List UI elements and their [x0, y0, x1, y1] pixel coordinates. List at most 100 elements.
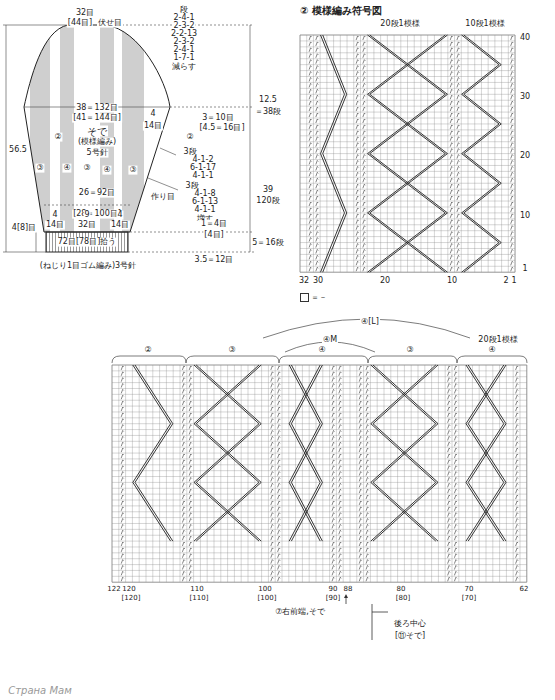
pattern-note: ④M — [322, 336, 338, 345]
cable-line — [368, 35, 446, 272]
empty-square-symbol — [300, 293, 309, 302]
row-number: 20 — [379, 277, 391, 286]
stitch-number: 100 — [257, 586, 272, 594]
stitch-number: [110] — [189, 595, 210, 603]
cable-line — [135, 365, 173, 541]
cable-line — [468, 365, 506, 541]
cable-line — [196, 365, 261, 541]
pattern-note: [4.5＝16目] — [198, 124, 245, 133]
cable-line — [291, 365, 322, 541]
cable-line — [194, 365, 259, 541]
stitch-number: 70 — [464, 586, 475, 594]
pattern-note: 56.5 — [8, 146, 28, 155]
pattern-note: 32目 — [75, 9, 95, 18]
cable-line — [323, 35, 347, 272]
pattern-note: ④ — [62, 164, 71, 173]
chart-grid — [300, 35, 515, 272]
pattern-note: ⑦右前端,そで — [274, 608, 326, 617]
pattern-note: [4目] — [203, 231, 224, 240]
pattern-note: 4-1-1 — [193, 206, 216, 215]
twist-stitch-marks — [309, 36, 513, 271]
row-number: 1 — [521, 265, 528, 274]
stitch-number: [100] — [257, 595, 278, 603]
pattern-note: 9 — [83, 211, 90, 220]
pattern-note: ＝38段 — [254, 108, 282, 117]
pattern-note: (模様編み) — [77, 138, 117, 147]
pattern-note: ③ — [405, 346, 414, 355]
row-number: 40 — [519, 34, 531, 43]
legend-entry: ＝－ — [300, 292, 327, 303]
pattern-note: [28＝100目] — [72, 210, 122, 219]
pattern-note: 20段1模様 — [379, 20, 420, 29]
stitch-number: 120 — [121, 586, 136, 594]
pattern-note: (ねじり1目ゴム編み)3号針 — [39, 262, 137, 271]
pattern-note: ② — [143, 346, 152, 355]
cable-line — [468, 365, 506, 541]
pattern-note: 4[8]目 — [11, 224, 37, 233]
cable-line — [194, 365, 259, 541]
row-number: 10 — [446, 277, 458, 286]
pattern-note: 38＝132目 — [75, 104, 118, 113]
cable-line — [289, 365, 320, 541]
stitch-number: [80] — [395, 595, 411, 603]
chart-title: ② 模様編み符号図 — [300, 4, 382, 18]
cable-line — [371, 365, 436, 541]
pattern-note: ② — [185, 133, 194, 142]
stitch-number: 80 — [396, 586, 407, 594]
pattern-note: ④ — [317, 346, 326, 355]
pattern-note: 減らす — [171, 63, 197, 72]
pattern-note: 72目[78目]拾う — [57, 238, 118, 247]
pattern-note: ③ — [82, 164, 91, 173]
pattern-note: 14目 — [143, 122, 163, 131]
pattern-note: [44目] — [67, 19, 93, 28]
row-number: 20 — [519, 152, 531, 161]
pattern-note: 1＝4目 — [200, 220, 228, 229]
pattern-note: [⑪そで] — [394, 632, 426, 641]
stitch-number: 110 — [189, 586, 204, 594]
cable-line — [373, 365, 438, 541]
pattern-note: 3.5＝12目 — [194, 256, 235, 265]
cable-line — [371, 365, 436, 541]
pattern-note: 4 — [51, 211, 58, 220]
pattern-note: 1-7-1 — [172, 54, 195, 63]
pattern-note: ④[L] — [360, 318, 380, 327]
pattern-note: ③ — [227, 346, 236, 355]
pattern-note: 14目 — [45, 221, 65, 230]
cable-line — [291, 365, 322, 541]
stitch-number: [120] — [121, 595, 142, 603]
pattern-note: 伏せ目 — [97, 19, 123, 28]
row-number: 30 — [519, 93, 531, 102]
cable-line — [370, 35, 448, 272]
pattern-note: 4 — [149, 110, 156, 119]
pattern-note: ② — [53, 133, 62, 142]
row-number: 30 — [312, 277, 324, 286]
cable-line — [373, 365, 438, 541]
row-number: 32 — [298, 277, 310, 286]
pattern-note: 26＝92目 — [78, 189, 116, 198]
pattern-note: 4 — [116, 211, 123, 220]
cable-line — [464, 35, 501, 272]
pattern-note: 作り目 — [150, 193, 176, 202]
sleeve-stripes — [30, 20, 144, 240]
legend-text: ＝－ — [311, 292, 327, 303]
pattern-note: 12.5 — [258, 96, 278, 105]
cable-line — [321, 35, 345, 272]
pattern-note: 5号針 — [85, 149, 108, 158]
stitch-number: [70] — [461, 595, 477, 603]
center-arrows — [346, 596, 388, 640]
pattern-note: 20段1模様 — [477, 336, 518, 345]
pattern-note: 14目 — [110, 221, 130, 230]
chart-grid — [112, 365, 527, 582]
section-brackets — [112, 356, 527, 363]
dimension-lines — [3, 25, 254, 252]
sleeve-outline — [24, 25, 170, 232]
pattern-note: そで — [86, 126, 108, 137]
cable-line — [368, 35, 446, 272]
pattern-note: ③ — [128, 166, 137, 175]
stitch-number: 122 — [106, 586, 121, 594]
row-number: 1 — [510, 277, 517, 286]
pattern-note: 32目 — [77, 221, 97, 230]
pattern-note: ③ — [35, 164, 44, 173]
cable-line — [196, 365, 261, 541]
cuff-rib — [46, 232, 128, 252]
